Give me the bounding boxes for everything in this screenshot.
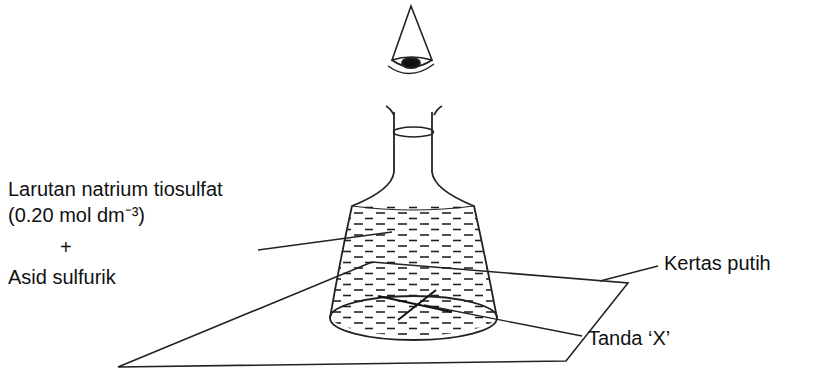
concentration-label: (0.20 mol dm⁻³) — [8, 204, 145, 227]
leader-line — [258, 232, 392, 250]
paper-label: Kertas putih — [664, 252, 771, 275]
solution-label: Larutan natrium tiosulfat — [8, 178, 223, 201]
x-mark — [398, 290, 436, 320]
leader-line — [424, 305, 582, 336]
x-mark — [378, 296, 452, 312]
eye — [388, 6, 434, 74]
leader-line — [600, 266, 658, 281]
liquid-surface — [352, 206, 474, 210]
acid-label: Asid sulfurik — [8, 266, 116, 289]
flask-neck-ring — [394, 127, 434, 137]
flask-base — [330, 296, 497, 340]
mark-label: Tanda ‘X’ — [588, 327, 670, 350]
flask-outline — [330, 112, 497, 318]
plus-sign: + — [60, 236, 72, 259]
